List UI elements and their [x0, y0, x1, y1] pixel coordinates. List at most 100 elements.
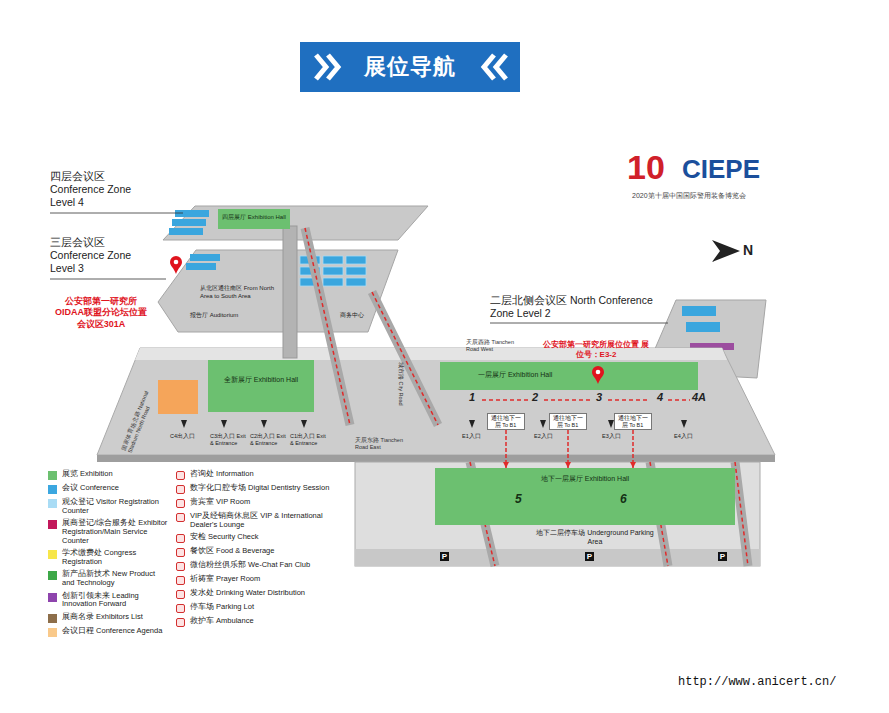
hall-number: 1 — [469, 391, 475, 405]
legend-item: 观众登记 Visitor Registration Counter — [48, 498, 168, 515]
conference-room — [169, 228, 203, 235]
legend-icon — [176, 548, 185, 557]
legend-text: VIP及经销商休息区 VIP & International Dealer's … — [190, 512, 341, 529]
hall-number: 3 — [596, 391, 602, 405]
hall-name: 通往地下一层 To B1 — [551, 415, 584, 428]
legend-item: 发水处 Drinking Water Distribution — [176, 589, 341, 599]
conference-room — [172, 219, 206, 226]
escalator-route — [632, 430, 634, 468]
legend-item: 停车场 Parking Lot — [176, 603, 341, 613]
legend-item: 救护车 Ambulance — [176, 617, 341, 627]
road-label: 天辰东路 Tianchen Road East — [355, 437, 413, 451]
legend-text: 安检 Security Check — [190, 533, 259, 542]
hall-name: 地下一层展厅 Exhibition Hall — [437, 475, 733, 483]
legend-icon — [176, 604, 185, 613]
legend-text: 展商登记/综合服务处 Exhibitor Registration/Main S… — [62, 519, 168, 545]
road-label: 天辰西路 Tianchen Road West — [466, 339, 524, 353]
legend-item: VIP及经销商休息区 VIP & International Dealer's … — [176, 512, 341, 529]
legend-icon — [176, 534, 185, 543]
escalator-route — [567, 430, 569, 468]
legend-text: 会议 Conference — [62, 484, 119, 493]
stair-sign: 通往地下一层 To B1 — [614, 413, 652, 430]
hall-number: 5 — [515, 492, 522, 507]
entrance-label: C1出入口 Exit & Entrance — [290, 433, 328, 447]
legend-text: 观众登记 Visitor Registration Counter — [62, 498, 168, 515]
logo-subtitle: 2020第十届中国国际警用装备博览会 — [632, 192, 746, 201]
map-pin-dot — [174, 260, 179, 265]
legend-item: 会议日程 Conference Agenda — [48, 627, 168, 637]
entrance-arrow — [181, 420, 687, 428]
route-line — [305, 228, 748, 566]
legend-column: 咨询处 Information 数字化口腔专场 Digital Dentistry… — [176, 470, 341, 627]
stair-sign: 通往地下一层 To B1 — [549, 413, 587, 430]
legend-item: 贵宾室 VIP Room — [176, 498, 341, 508]
callout-note: 公安部第一研究所展位位置 展位号：E3-2 — [540, 340, 652, 360]
hall-number: 6 — [620, 492, 627, 507]
legend-text: 咨询处 Information — [190, 470, 254, 479]
legend-text: 展商名录 Exhibitors List — [62, 613, 143, 622]
legend-swatch — [48, 593, 57, 602]
hall-number: 4A — [692, 391, 706, 405]
conference-room — [682, 306, 716, 316]
legend-icon — [176, 576, 185, 585]
hall-number: 4 — [657, 391, 663, 405]
legend-item: 新产品新技术 New Product and Technology — [48, 570, 168, 587]
map-pin-body — [170, 256, 182, 274]
area-label: 地下二层停车场 Underground Parking Area — [530, 529, 660, 547]
entrance-label: C2出入口 Exit & Entrance — [250, 433, 288, 447]
entrance-label: E1入口 — [462, 433, 481, 440]
level3-slab — [158, 250, 398, 332]
legend-icon — [176, 485, 185, 494]
food-area — [158, 380, 198, 414]
leader-line — [50, 213, 183, 214]
legend-text: 贵宾室 VIP Room — [190, 498, 250, 507]
area-label: 从北区通往南区 From North Area to South Area — [200, 285, 276, 300]
leader-line — [50, 279, 166, 280]
conference-room — [686, 322, 720, 332]
slab-edge — [97, 455, 775, 462]
legend-text: 停车场 Parking Lot — [190, 603, 254, 612]
legend-item: 咨询处 Information — [176, 470, 341, 480]
level-label: 三层会议区 Conference Zone Level 3 — [50, 236, 146, 275]
entrance-label: E4入口 — [674, 433, 693, 440]
hall-name: 四层展厅 Exhibition Hall — [220, 214, 288, 221]
escalator-band — [305, 228, 748, 566]
legend-icon — [176, 618, 185, 627]
legend-text: 新产品新技术 New Product and Technology — [62, 570, 168, 587]
level1-slab — [97, 348, 775, 455]
legend-icon — [176, 562, 185, 571]
hall-name: 一层展厅 Exhibition Hall — [478, 371, 696, 379]
legend-item: 展商登记/综合服务处 Exhibitor Registration/Main S… — [48, 519, 168, 545]
map-pin — [591, 366, 605, 384]
level-label: 四层会议区 Conference Zone Level 4 — [50, 170, 146, 209]
legend-item: 创新引领未来 Leading Innovation Forward — [48, 592, 168, 609]
exhibition-hall: 四层展厅 Exhibition Hall — [218, 209, 290, 229]
escalator-route — [505, 430, 507, 468]
exhibition-hall: 全新展厅 Exhibition Hall — [208, 360, 314, 412]
legend-icon — [176, 499, 185, 508]
hall-name: 通往地下一层 To B1 — [489, 415, 522, 428]
road-strip — [135, 348, 727, 360]
legend-icon — [176, 471, 185, 480]
legend-swatch — [48, 499, 57, 508]
conference-room — [190, 254, 220, 261]
legend-item: 数字化口腔专场 Digital Dentistry Session — [176, 484, 341, 494]
map-pin-dot — [596, 370, 601, 375]
legend-column: 展览 Exhibition 会议 Conference 观众登记 Visitor R… — [48, 470, 168, 637]
legend-item: 祈祷室 Prayer Room — [176, 575, 341, 585]
exhibition-hall: 一层展厅 Exhibition Hall — [440, 362, 698, 390]
road-label: 城市路 City Road — [397, 362, 404, 406]
parking-icon: P — [440, 552, 449, 561]
legend-text: 数字化口腔专场 Digital Dentistry Session — [190, 484, 329, 493]
legend-item: 餐饮区 Food & Beverage — [176, 547, 341, 557]
entrance-label: C4出入口 — [170, 433, 195, 440]
legend-swatch — [48, 520, 57, 529]
exhibition-hall: 地下一层展厅 Exhibition Hall — [435, 468, 735, 525]
legend-item: 微信粉丝俱乐部 We-Chat Fan Club — [176, 561, 341, 571]
entrance-label: E3入口 — [602, 433, 621, 440]
legend-text: 创新引领未来 Leading Innovation Forward — [62, 592, 168, 609]
map-pin — [170, 256, 182, 274]
legend-item: 展览 Exhibition — [48, 470, 168, 480]
